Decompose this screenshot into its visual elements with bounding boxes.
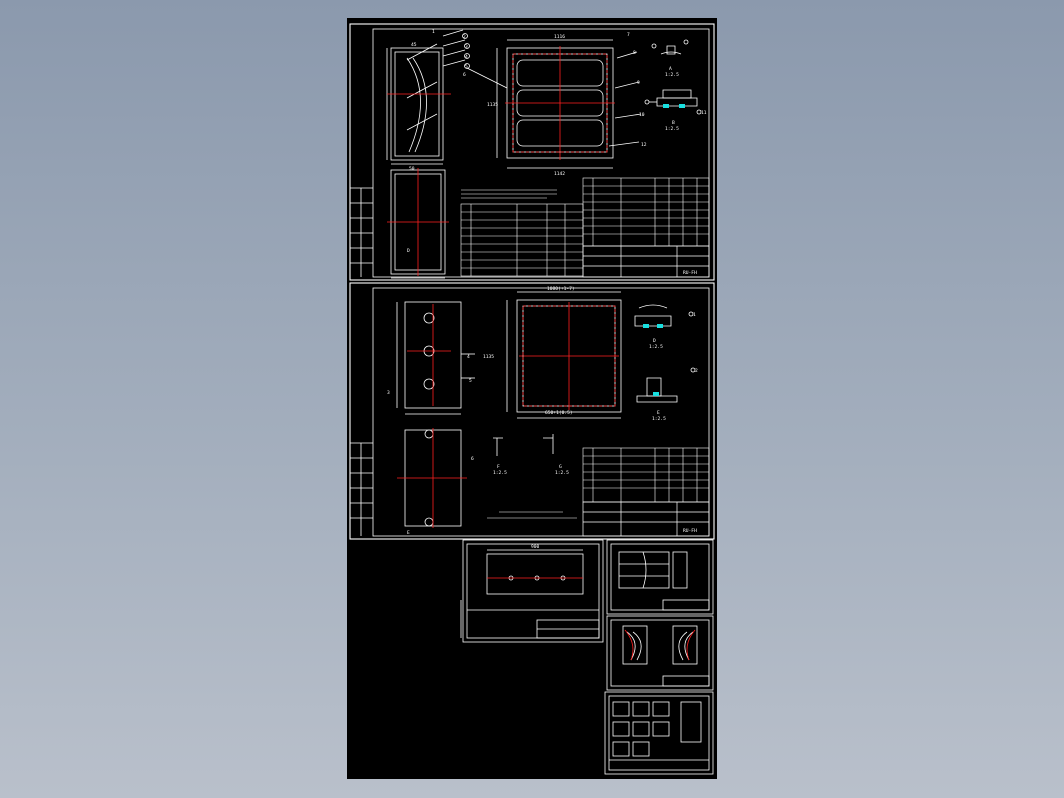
balloon-1-1: 1 <box>432 29 435 35</box>
sheet-2-parts-table <box>582 447 710 503</box>
balloon-1-4: 4 <box>465 54 468 60</box>
sheet-1-border <box>349 23 715 281</box>
detail-d-label: D <box>653 338 656 344</box>
balloon-1-6: 6 <box>463 72 466 78</box>
sheet-5 <box>606 615 714 691</box>
balloon-2-6: 6 <box>471 456 474 462</box>
detail-b-scale: 1:2.5 <box>665 126 679 132</box>
sheet-2-border <box>349 282 715 540</box>
sheet-1-left-strip <box>350 187 373 277</box>
cad-viewport[interactable]: 1116 1142 1135 45 50 A 1:2.5 B 1:2.5 D R… <box>347 18 717 779</box>
detail-a-label: A <box>669 66 672 72</box>
dim-top-width: 1116 <box>554 34 565 40</box>
balloon-1-7: 7 <box>627 32 630 38</box>
detail-g-label: G <box>559 464 562 470</box>
dim-side-b: 50 <box>409 166 415 172</box>
detail-e-scale: 1:2.5 <box>652 416 666 422</box>
sheet-2 <box>349 282 715 540</box>
balloon-2-3: 3 <box>387 390 390 396</box>
balloon-1-3: 3 <box>465 44 468 50</box>
sheet-1-parts-table <box>460 177 710 277</box>
centerlines <box>387 46 696 661</box>
sheet-1-side-view <box>386 29 470 165</box>
drawing-canvas: 1116 1142 1135 45 50 A 1:2.5 B 1:2.5 D R… <box>349 23 715 775</box>
sheet-6-border <box>604 691 714 775</box>
sheet-1-notes <box>461 189 557 199</box>
sheet-2-side-view <box>396 301 475 415</box>
balloon-1-9: 9 <box>637 80 640 86</box>
detail-e-label: E <box>657 410 660 416</box>
section-mark-1: D <box>407 248 410 254</box>
sheet-1-detail-a <box>651 39 689 55</box>
sheet-6 <box>604 691 714 775</box>
balloon-2-5: 5 <box>469 378 472 384</box>
sheet-2-detail-d <box>634 304 694 327</box>
sheet-2-left-strip <box>350 442 373 536</box>
balloon-2-4: 4 <box>467 354 470 360</box>
seal-highlights <box>643 104 685 396</box>
dim-height: 1135 <box>487 102 498 108</box>
detail-a-scale: 1:2.5 <box>665 72 679 78</box>
drawing-text: 1116 1142 1135 45 50 A 1:2.5 B 1:2.5 D R… <box>387 29 707 550</box>
drawing-no-1: RU-FH <box>683 270 697 276</box>
sheet-2-detail-g <box>543 434 554 454</box>
dim-s2-bottom: 650+1(0.5) <box>545 410 573 416</box>
dim-bottom-width: 1142 <box>554 171 565 177</box>
balloon-1-11: 11 <box>701 110 707 116</box>
balloon-1-8: 8 <box>633 50 636 56</box>
sheet-3 <box>460 539 604 643</box>
balloon-1-10: 10 <box>639 112 645 118</box>
sheet-5-border <box>606 615 714 691</box>
dim-s2-height: 1135 <box>483 354 494 360</box>
detail-d-scale: 1:2.5 <box>649 344 663 350</box>
balloon-1-5: 5 <box>465 64 468 70</box>
balloon-1-12: 12 <box>641 142 647 148</box>
detail-f-scale: 1:2.5 <box>493 470 507 476</box>
dim-s3-width: 900 <box>531 544 540 550</box>
dim-s2-width: 1080(+1-7) <box>547 286 575 292</box>
sheet-1-title-block <box>582 245 710 278</box>
dim-side-a: 45 <box>411 42 417 48</box>
sheet-2-notes <box>487 511 577 519</box>
balloon-1-2: 2 <box>463 34 466 40</box>
sheet-2-front-view <box>506 291 622 419</box>
drawing-no-2: RU-FH <box>683 528 697 534</box>
sheet-4 <box>606 539 714 615</box>
detail-f-label: F <box>497 464 500 470</box>
detail-g-scale: 1:2.5 <box>555 470 569 476</box>
sheet-4-border <box>606 539 714 615</box>
sheet-2-title-block <box>582 501 710 537</box>
sheet-1-detail-b <box>644 89 702 115</box>
sheet-2-detail-e <box>636 367 696 403</box>
section-mark-2: E <box>407 530 410 536</box>
sheet-3-border <box>462 539 604 643</box>
balloon-2-2: 2 <box>695 368 698 374</box>
balloon-2-1: 1 <box>693 312 696 318</box>
sheet-2-detail-f <box>493 437 503 456</box>
detail-b-label: B <box>672 120 675 126</box>
